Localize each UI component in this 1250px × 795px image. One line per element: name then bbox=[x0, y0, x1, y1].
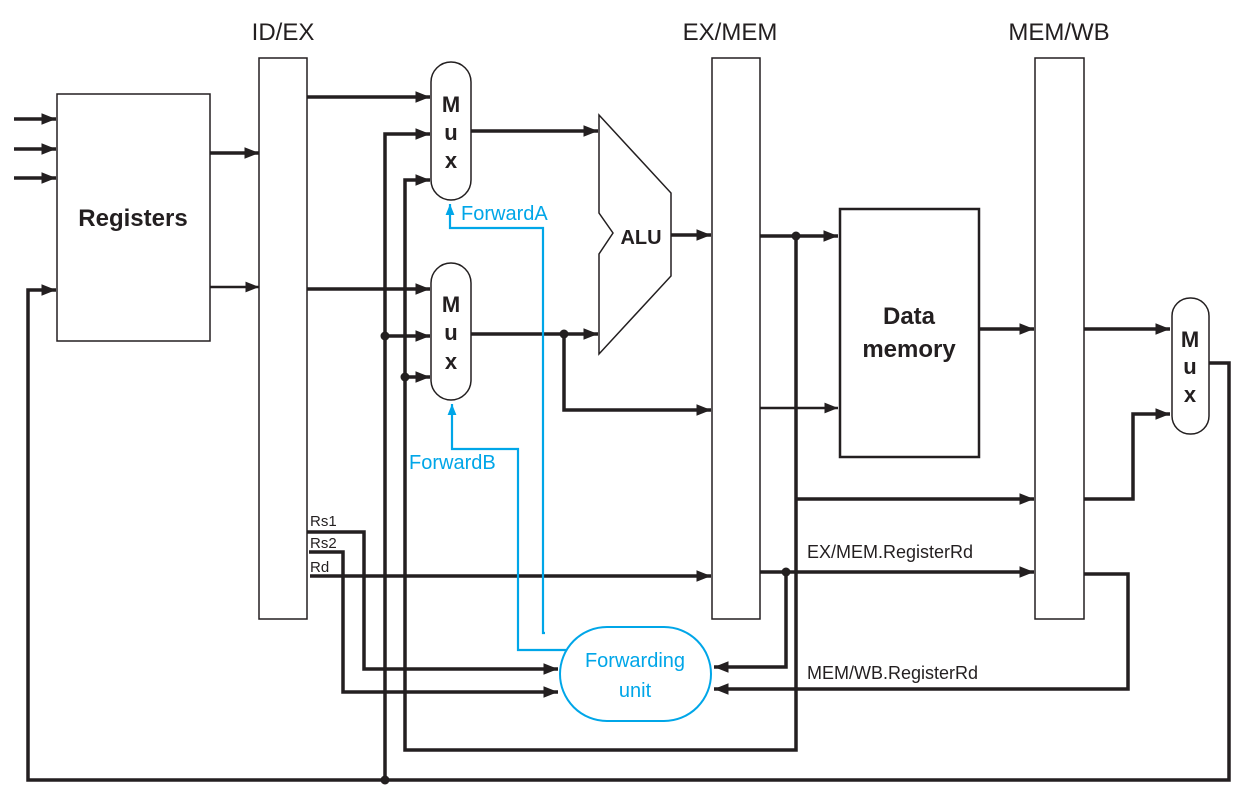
exmem-forward-to-muxa-wire bbox=[403, 174, 798, 752]
junction-dot bbox=[559, 329, 569, 339]
forward-a-wire bbox=[445, 204, 545, 635]
id-ex-register bbox=[258, 57, 308, 620]
ex-mem-register-rd-label: EX/MEM.RegisterRd bbox=[807, 542, 973, 562]
mux-letter: u bbox=[444, 120, 457, 145]
muxb-to-exmem-wire bbox=[562, 334, 711, 416]
mem-wb-register-rd-label: MEM/WB.RegisterRd bbox=[807, 663, 978, 683]
rs2-to-forwarding-wire bbox=[309, 550, 558, 698]
forward-a-mux: M u x bbox=[430, 61, 472, 201]
junction-dot bbox=[791, 231, 801, 241]
forwarding-unit-label-line1: Forwarding bbox=[585, 650, 685, 672]
ex-mem-label: EX/MEM bbox=[683, 19, 778, 46]
junction-dot bbox=[781, 567, 791, 577]
registers-label: Registers bbox=[78, 205, 187, 232]
alu-shape bbox=[598, 113, 672, 356]
mux-letter: x bbox=[445, 148, 458, 173]
rs2-label: Rs2 bbox=[310, 535, 337, 552]
memwb-to-wbmux-wire-2 bbox=[1084, 408, 1170, 501]
data-memory-label-line2: memory bbox=[862, 336, 956, 363]
forwarding-unit-label-line2: unit bbox=[619, 680, 652, 702]
mux-letter: M bbox=[442, 92, 460, 117]
memwb-rd-to-forwarding-wire bbox=[714, 572, 1130, 695]
forwarding-unit-block: Forwarding unit bbox=[559, 626, 712, 722]
mux-letter: u bbox=[444, 320, 457, 345]
junction-dots bbox=[380, 231, 801, 785]
mux-letter: x bbox=[1184, 382, 1197, 407]
mem-wb-label: MEM/WB bbox=[1008, 19, 1109, 46]
mux-letter: M bbox=[442, 292, 460, 317]
mux-a-shape bbox=[430, 61, 472, 201]
rs1-to-forwarding-wire bbox=[307, 530, 558, 675]
mux-letter: M bbox=[1181, 327, 1199, 352]
wb-mux-shape bbox=[1171, 297, 1210, 435]
mux-b-shape bbox=[430, 262, 472, 401]
forwarding-unit-shape bbox=[559, 626, 712, 722]
junction-dot bbox=[380, 775, 390, 785]
alu-label: ALU bbox=[620, 227, 661, 249]
rd-label: Rd bbox=[310, 559, 329, 576]
id-ex-label: ID/EX bbox=[252, 19, 315, 46]
junction-dot bbox=[380, 331, 390, 341]
forward-b-mux: M u x bbox=[430, 262, 472, 401]
control-wires bbox=[445, 204, 572, 652]
rs1-label: Rs1 bbox=[310, 513, 337, 530]
writeback-loop-wire bbox=[26, 284, 1231, 782]
writeback-mux: M u x bbox=[1171, 297, 1210, 435]
mux-letter: u bbox=[1183, 354, 1196, 379]
mux-letter: x bbox=[445, 349, 458, 374]
ex-mem-register bbox=[711, 57, 761, 620]
data-memory-block: Data memory bbox=[838, 207, 981, 459]
registers-block: Registers bbox=[56, 93, 211, 342]
forward-a-label: ForwardA bbox=[461, 203, 548, 225]
exmem-rd-to-forwarding-wire bbox=[714, 572, 788, 673]
wires bbox=[14, 91, 1231, 782]
forward-b-wire bbox=[447, 404, 572, 652]
wb-forward-to-muxa-wire bbox=[383, 128, 430, 780]
data-memory-label-line1: Data bbox=[883, 303, 936, 330]
registers-box bbox=[56, 93, 211, 342]
mem-wb-register bbox=[1034, 57, 1085, 620]
junction-dot bbox=[400, 372, 410, 382]
data-memory-box bbox=[838, 207, 981, 459]
alu-block: ALU bbox=[598, 113, 672, 356]
forward-b-label: ForwardB bbox=[409, 452, 496, 474]
